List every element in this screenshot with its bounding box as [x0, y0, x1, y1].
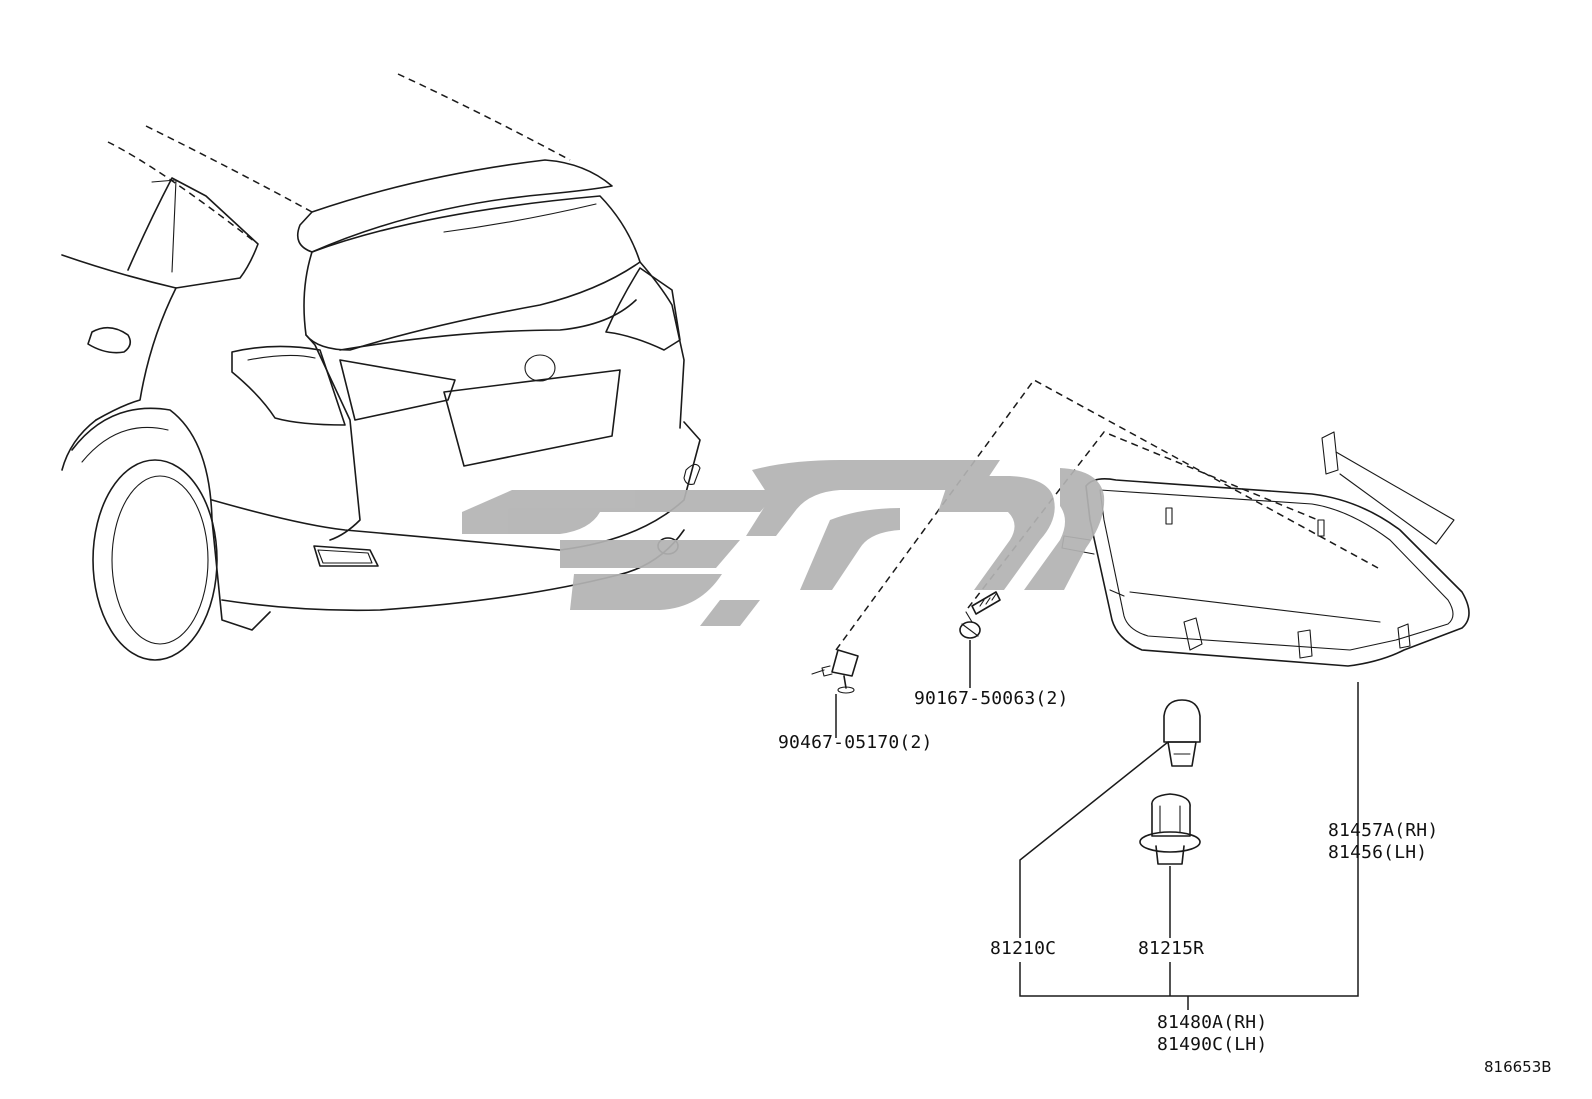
part-label-lens-rh: 81457A(RH) — [1328, 820, 1439, 841]
part-label-screw: 90167-50063(2) — [914, 688, 1069, 709]
screw-90167-50063 — [959, 591, 1001, 639]
part-label-clip: 90467-05170(2) — [778, 732, 933, 753]
part-label-lens-lh: 81456(LH) — [1328, 842, 1428, 863]
explode-leader-lines — [835, 379, 1379, 651]
part-label-assembly-lh: 81490C(LH) — [1157, 1034, 1268, 1055]
diagram-reference-number: 816653B — [1484, 1058, 1552, 1076]
rear-lamp-lens-housing — [1061, 431, 1470, 667]
watermark-logo — [462, 460, 1105, 626]
socket-81215r — [1139, 793, 1201, 865]
clip-90467-05170 — [811, 649, 859, 694]
bulb-81210c — [1163, 699, 1201, 767]
part-label-socket: 81215R — [1138, 938, 1205, 959]
vehicle-rear-outline — [61, 73, 701, 661]
part-label-assembly-rh: 81480A(RH) — [1157, 1012, 1268, 1033]
callout-leader-lines — [835, 640, 1359, 1010]
part-label-bulb: 81210C — [990, 938, 1057, 959]
